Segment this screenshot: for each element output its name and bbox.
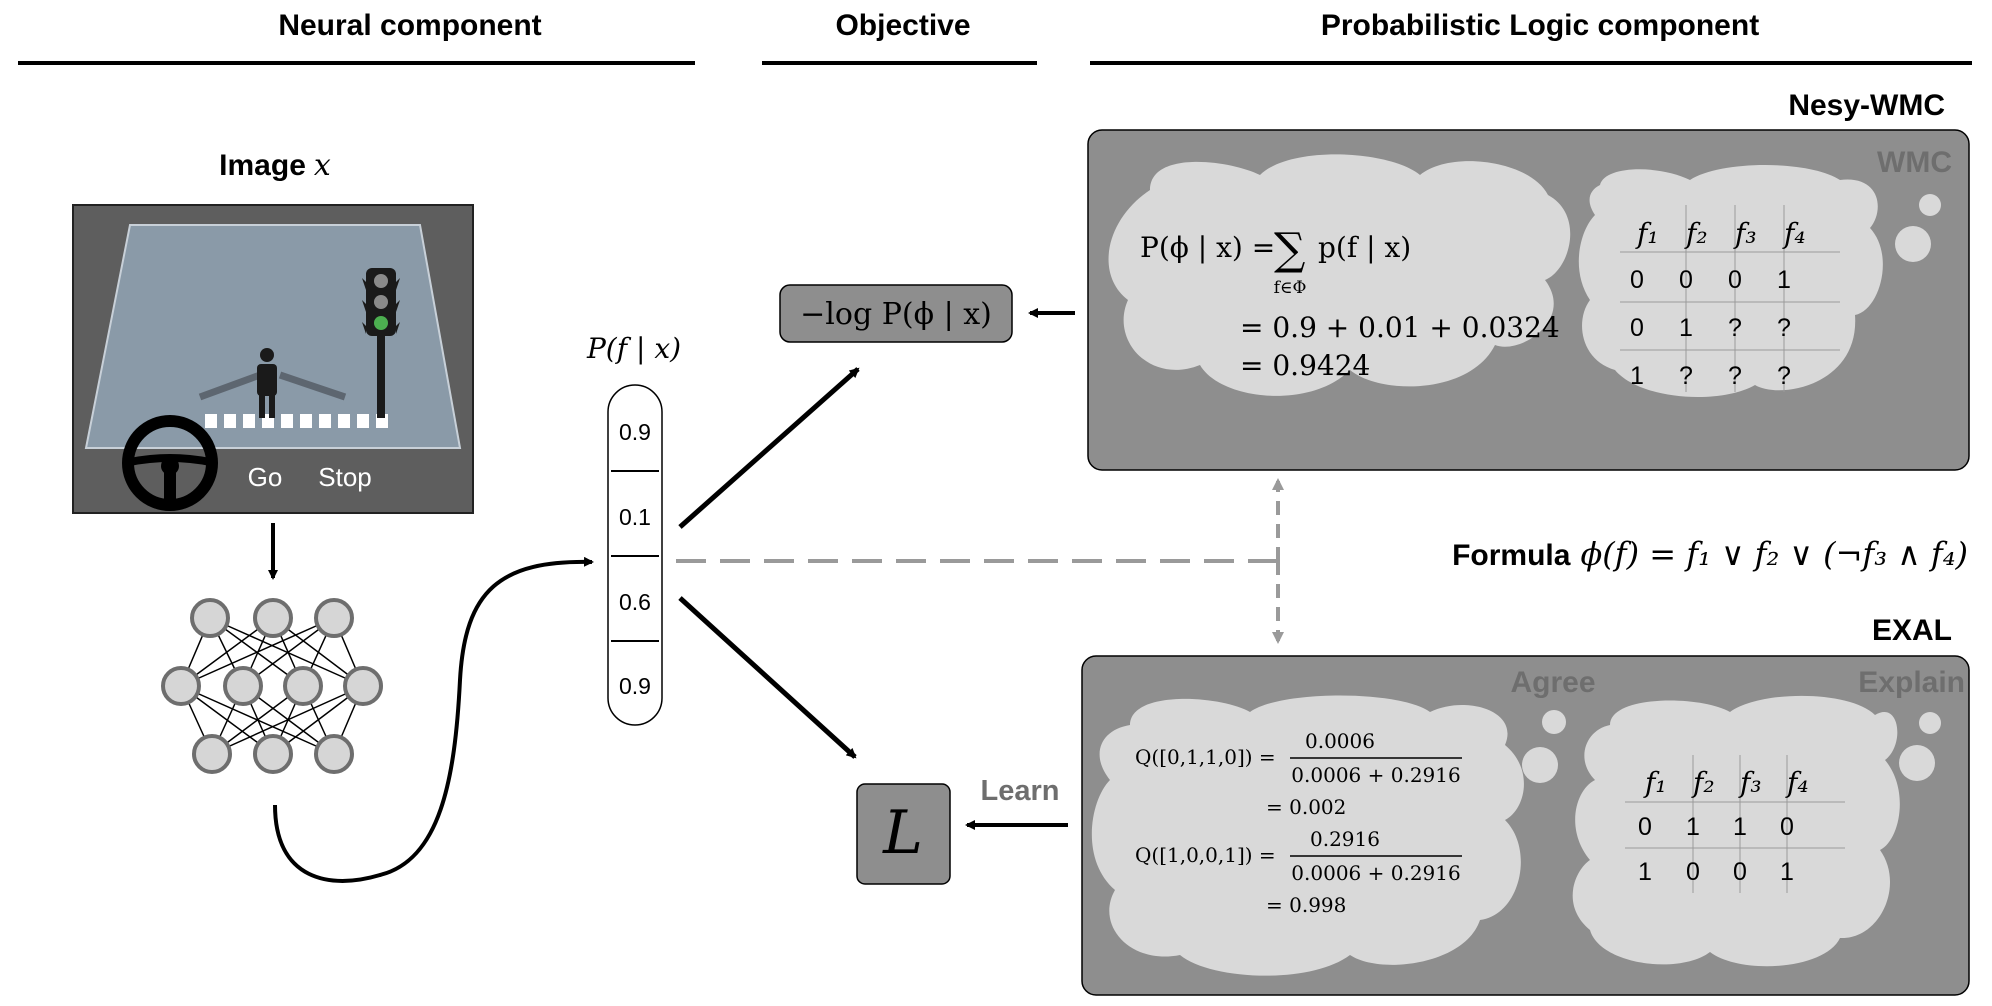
exal-cell: 0 (1686, 858, 1700, 886)
loss-label: −log P(ϕ | x) (800, 297, 992, 332)
wmc-col-f1: f₁ (1635, 217, 1659, 250)
q1-denominator: 0.0006 + 0.2916 (1291, 763, 1460, 787)
header-neural: Neural component (278, 9, 541, 42)
q1-numerator: 0.0006 (1305, 729, 1375, 753)
header-logic: Probabilistic Logic component (1321, 9, 1759, 42)
wmc-cell: ? (1679, 362, 1693, 390)
exal-col-f4: f₄ (1785, 766, 1809, 799)
q1-result: = 0.002 (1266, 795, 1346, 819)
wmc-thought-dot-large (1895, 226, 1931, 262)
q2-denominator: 0.0006 + 0.2916 (1291, 861, 1460, 885)
wmc-truth-table: f₁ f₂ f₃ f₄ 0 0 0 1 0 1 ? ? 1 ? ? ? (1620, 205, 1840, 392)
prob-value-1: 0.9 (619, 419, 651, 445)
prob-value-2: 0.1 (619, 504, 651, 530)
traffic-light-icon (362, 268, 400, 418)
header-objective: Objective (835, 9, 970, 42)
prob-value-4: 0.9 (619, 673, 651, 699)
wmc-eq-term: p(f | x) (1318, 231, 1411, 264)
exal-truth-table: f₁ f₂ f₃ f₄ 0 1 1 0 1 0 0 1 (1625, 755, 1845, 893)
wmc-eq-line3: = 0.9424 (1240, 349, 1370, 382)
neural-network-icon (161, 598, 383, 774)
wmc-eq-line2: = 0.9 + 0.01 + 0.0324 (1240, 311, 1560, 344)
wmc-table-cloud (1578, 165, 1883, 397)
exal-cell: 1 (1780, 858, 1794, 886)
exal-cell: 0 (1780, 813, 1794, 841)
learn-box (856, 783, 951, 885)
wmc-cell: 0 (1630, 314, 1644, 342)
wmc-tag: WMC (1877, 146, 1952, 179)
wmc-eq-lhs: P(ϕ | x) = (1140, 231, 1275, 264)
prob-vector-label: P(f | x) (586, 332, 681, 365)
formula: Formula ϕ(f) = f₁ ∨ f₂ ∨ (¬f₃ ∧ f₄) (1452, 535, 1968, 573)
wmc-computation-cloud (1108, 154, 1571, 396)
exal-cell: 1 (1638, 858, 1652, 886)
wmc-cell: 0 (1679, 266, 1693, 294)
exal-col-f1: f₁ (1643, 766, 1667, 799)
exal-cell: 0 (1638, 813, 1652, 841)
wmc-col-f3: f₃ (1733, 217, 1757, 250)
network-to-probs-arrow (273, 556, 594, 883)
wmc-col-f4: f₄ (1782, 217, 1806, 250)
steering-wheel-icon (122, 415, 218, 511)
wmc-cell: ? (1777, 314, 1791, 342)
wmc-cell: 0 (1630, 266, 1644, 294)
driving-scene-image: Go Stop (72, 204, 474, 514)
prob-value-3: 0.6 (619, 589, 651, 615)
agree-cloud (1091, 695, 1524, 976)
explain-thought-dot-small (1919, 712, 1941, 734)
stop-label: Stop (318, 462, 372, 492)
learn-var: L (882, 798, 923, 868)
wmc-cell: ? (1728, 362, 1742, 390)
wmc-cell: 1 (1679, 314, 1693, 342)
q2-result: = 0.998 (1266, 893, 1346, 917)
formula-expression: ϕ(f) = f₁ ∨ f₂ ∨ (¬f₃ ∧ f₄) (1580, 535, 1968, 573)
explain-thought-dot-large (1899, 745, 1935, 781)
learn-label: Learn (981, 775, 1060, 807)
prob-vector: 0.9 0.1 0.6 0.9 (607, 384, 663, 726)
agree-thought-dot-small (1542, 710, 1566, 734)
exal-cell: 0 (1733, 858, 1747, 886)
explain-cloud (1572, 695, 1900, 967)
loss-box (779, 284, 1013, 343)
exal-cell: 1 (1686, 813, 1700, 841)
q2-lhs: Q([1,0,0,1]) = (1135, 843, 1276, 867)
wmc-cell: 1 (1630, 362, 1644, 390)
agree-tag: Agree (1510, 666, 1595, 699)
q1-lhs: Q([0,1,1,0]) = (1135, 745, 1276, 769)
wmc-col-f2: f₂ (1684, 217, 1708, 250)
probs-to-loss-arrow (678, 367, 860, 529)
wmc-cell: ? (1777, 362, 1791, 390)
wmc-cell: 0 (1728, 266, 1742, 294)
agree-thought-dot-large (1522, 747, 1558, 783)
nesy-wmc-title: Nesy-WMC (1788, 89, 1945, 122)
go-label: Go (248, 462, 283, 492)
exal-col-f2: f₂ (1691, 766, 1715, 799)
exal-title: EXAL (1872, 614, 1952, 647)
formula-prefix: Formula (1452, 539, 1571, 572)
exal-col-f3: f₃ (1738, 766, 1762, 799)
wmc-cell: ? (1728, 314, 1742, 342)
q2-numerator: 0.2916 (1310, 827, 1380, 851)
wmc-eq-sub: f∈Φ (1274, 278, 1307, 298)
probs-to-learn-arrow (678, 596, 857, 759)
wmc-cell: 1 (1777, 266, 1791, 294)
explain-tag: Explain (1858, 666, 1965, 699)
wmc-thought-dot-small (1919, 194, 1941, 216)
pedestrian-icon (257, 348, 277, 418)
exal-cell: 1 (1733, 813, 1747, 841)
wmc-eq-sum: ∑ (1274, 224, 1305, 275)
